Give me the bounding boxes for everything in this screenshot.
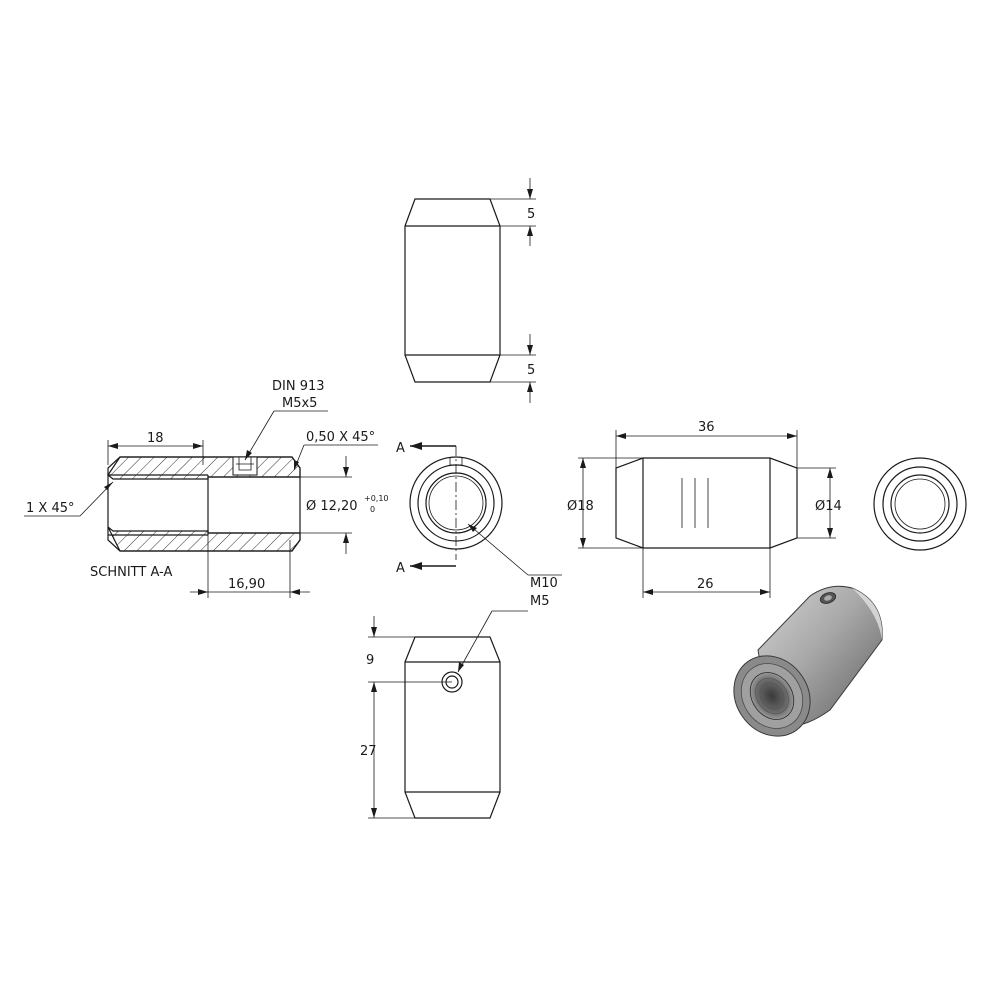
dim-hole-to-end: 27 [360, 744, 377, 759]
dim-top-chamfer-top: 5 [527, 207, 535, 222]
dim-section-18: 18 [147, 431, 164, 446]
dim-bore-tol-lower: 0 [370, 505, 375, 514]
dim-cyl-length: 26 [697, 577, 714, 592]
dim-overall-length: 36 [698, 420, 715, 435]
screw-standard-label: DIN 913 [272, 379, 325, 394]
section-wall-top [107, 456, 301, 480]
thread-callout-m10: M10 [530, 576, 558, 591]
right-end-outer [873, 457, 967, 551]
dim-hole-offset: 9 [366, 653, 374, 668]
end-view: A A M10 [396, 441, 562, 591]
chamfer-inner-label: 1 X 45° [26, 501, 74, 516]
side-view: 36 26 Ø18 Ø14 [567, 420, 842, 598]
dim-bore-depth: 16,90 [228, 577, 265, 592]
section-label-top: A [396, 441, 405, 456]
section-label-bottom: A [396, 561, 405, 576]
dim-bore-diameter: Ø 12,20 [306, 499, 358, 514]
isometric-render [733, 585, 883, 737]
right-end-view [873, 457, 967, 551]
dim-outer-diameter: Ø18 [567, 499, 594, 514]
section-view: 18 DIN 913 M5x5 0,50 X 45° 1 X 45° Ø 12,… [24, 379, 389, 598]
iso-thread-hole [749, 672, 795, 720]
bottom-view: M5 9 27 [360, 594, 550, 819]
dim-end-diameter: Ø14 [815, 499, 842, 514]
chamfer-outer-label: 0,50 X 45° [306, 430, 375, 445]
top-view: 5 5 [404, 178, 536, 403]
thread-callout-m5: M5 [530, 594, 550, 609]
screw-size-label: M5x5 [282, 396, 317, 411]
dim-top-chamfer-bottom: 5 [527, 363, 535, 378]
dim-bore-tol-upper: +0,10 [364, 494, 389, 503]
section-title: SCHNITT A-A [90, 565, 172, 580]
bottom-view-outline [404, 636, 501, 819]
